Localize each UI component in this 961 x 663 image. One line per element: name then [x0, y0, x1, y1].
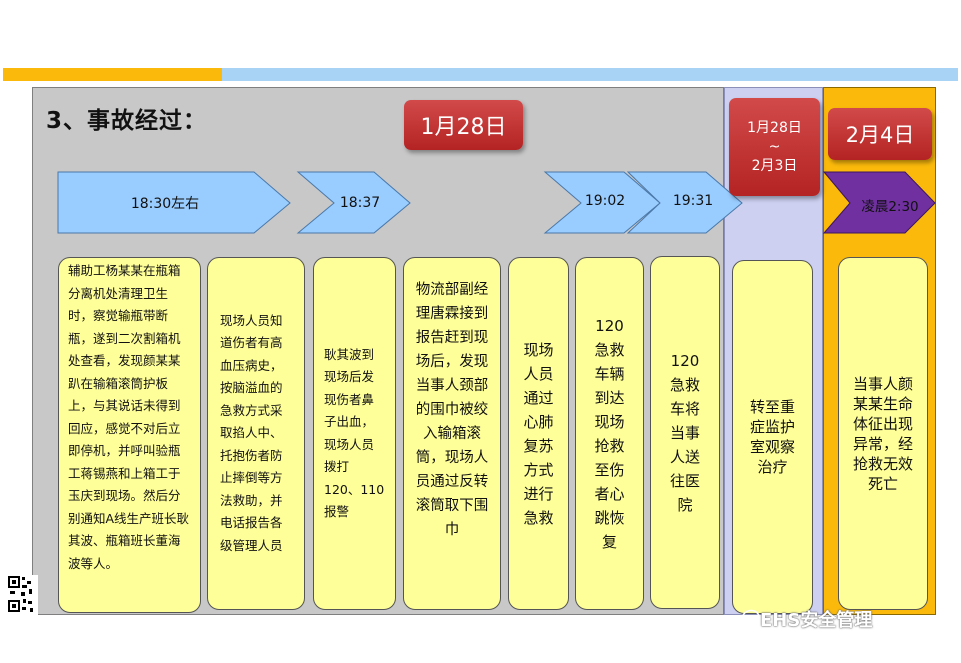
event-card-4: 物流部副经理唐霖接到报告赶到现场后，发现当事人颈部的围巾被绞入输箱滚筒，现场人员… [403, 257, 501, 610]
section-title: 3、事故经过： [46, 108, 208, 134]
event-card-5: 现场人员通过心肺复苏方式进行急救 [508, 257, 569, 610]
date-badge-range-start: 1月28日 [747, 119, 802, 136]
arrow-t5 [822, 171, 936, 234]
arrow-label-t5: 凌晨2:30 [861, 199, 919, 215]
event-card-8: 转至重症监护室观察治疗 [732, 260, 813, 614]
event-card-3: 耿其波到现场后发现伤者鼻子出血，现场人员拨打120、110报警 [313, 257, 396, 610]
event-card-7: 120急救车将当事人送往医院 [650, 256, 720, 609]
event-card-1-text: 辅助工杨某某在瓶箱分离机处清理卫生时，察觉输瓶带断瓶，遂到二次割箱机处查看，发现… [68, 263, 190, 571]
event-card-5-text: 现场人员通过心肺复苏方式进行急救 [523, 340, 554, 527]
date-badge-jan28-text: 1月28日 [420, 115, 507, 140]
arrow-label-t1: 18:30左右 [130, 196, 200, 212]
qr-code-icon [8, 575, 38, 615]
date-badge-range: 1月28日 ~ 2月3日 [729, 98, 820, 196]
date-badge-feb4-text: 2月4日 [845, 123, 915, 147]
event-card-9: 当事人颜某某生命体征出现异常，经抢救无效死亡 [838, 257, 928, 610]
event-card-7-text: 120急救车将当事人送往医院 [669, 351, 700, 514]
event-card-1: 辅助工杨某某在瓶箱分离机处清理卫生时，察觉输瓶带断瓶，遂到二次割箱机处查看，发现… [58, 257, 201, 613]
arrow-label-t2: 18:37 [339, 195, 381, 211]
accent-bar-blue [222, 68, 958, 81]
arrow-t1 [57, 171, 291, 234]
event-card-2: 现场人员知道伤者有高血压病史，按脑溢血的急救方式采取掐人中、托抱伤者防止摔倒等方… [207, 257, 305, 610]
event-card-3-text: 耿其波到现场后发现伤者鼻子出血，现场人员拨打120、110报警 [324, 346, 385, 520]
event-card-9-text: 当事人颜某某生命体征出现异常，经抢救无效死亡 [852, 374, 913, 493]
watermark-text: EHS安全管理 [760, 610, 873, 631]
arrow-t2 [296, 171, 411, 234]
date-badge-feb4: 2月4日 [828, 108, 932, 160]
arrow-t3 [543, 171, 661, 234]
wechat-icon [742, 609, 764, 628]
date-badge-range-sep: ~ [768, 138, 781, 155]
arrow-label-t3: 19:02 [584, 193, 626, 209]
event-card-2-text: 现场人员知道伤者有高血压病史，按脑溢血的急救方式采取掐人中、托抱伤者防止摔倒等方… [220, 312, 283, 553]
date-badge-jan28: 1月28日 [404, 100, 523, 150]
arrow-label-t4: 19:31 [672, 193, 714, 209]
event-card-6-text: 120急救车辆到达现场抢救至伤者心跳恢复 [594, 316, 625, 551]
event-card-6: 120急救车辆到达现场抢救至伤者心跳恢复 [575, 257, 644, 610]
event-card-8-text: 转至重症监护室观察治疗 [749, 398, 795, 476]
date-badge-range-end: 2月3日 [751, 157, 798, 174]
arrow-t4 [626, 171, 743, 234]
accent-bar-orange [3, 68, 222, 81]
event-card-4-text: 物流部副经理唐霖接到报告赶到现场后，发现当事人颈部的围巾被绞入输箱滚筒，现场人员… [415, 282, 489, 538]
